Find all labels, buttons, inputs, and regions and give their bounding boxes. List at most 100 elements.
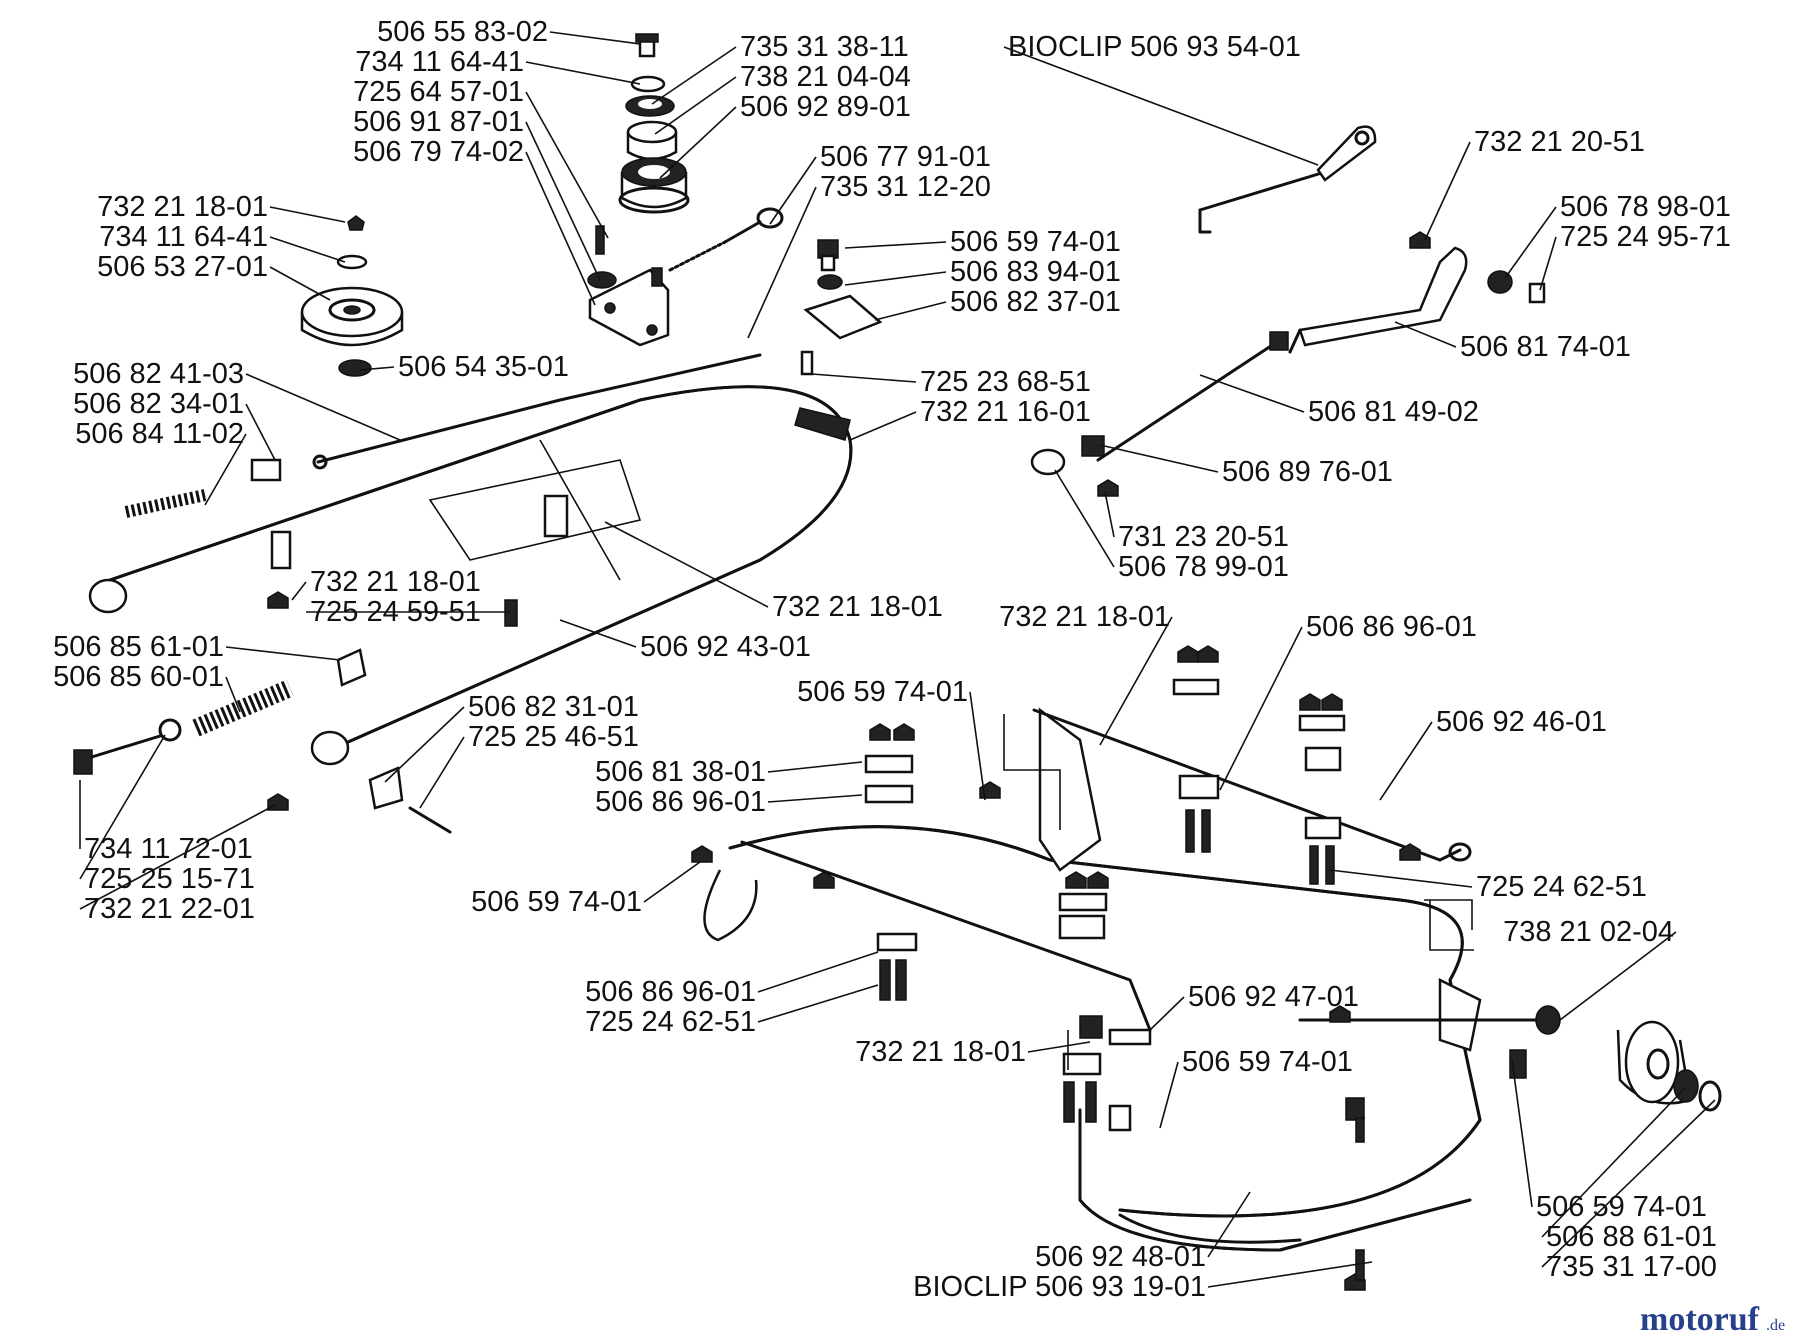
leader-line-l07 [654,76,737,135]
leader-line-l20 [245,373,401,441]
main-frame [88,385,853,766]
left-springs [73,458,518,834]
leader-line-l44 [1219,626,1303,791]
part-label-l08: 506 92 89-01 [740,91,911,123]
part-label-l25: 732 21 18-01 [772,591,943,623]
leader-line-l04 [525,121,601,281]
part-label-l18: 725 23 68-51 [920,366,1091,398]
part-label-l39: 506 81 49-02 [1308,396,1479,428]
leader-line-l29 [384,706,465,783]
leader-line-l26 [559,619,637,648]
leader-line-l54 [1149,996,1185,1031]
part-label-l54: 506 92 47-01 [1188,981,1359,1013]
part-label-l53: 725 24 62-51 [585,1006,756,1038]
leader-line-l03 [525,91,609,239]
leader-line-l39 [1199,374,1305,413]
part-label-l43: 732 21 18-01 [999,601,1170,633]
pulley-stack [618,33,690,214]
part-label-l24: 725 24 59-51 [310,596,481,628]
leader-line-l45 [969,691,986,801]
leader-line-l61 [1207,1261,1373,1288]
upper-right-linkage [1030,125,1546,497]
part-label-l28: 506 85 60-01 [53,661,224,693]
part-label-l42: 506 78 99-01 [1118,551,1289,583]
part-label-l34: BIOCLIP 506 93 54-01 [1008,31,1301,63]
leader-line-l25 [604,521,769,608]
left-pulley [300,215,404,377]
leader-line-l23 [291,581,307,601]
part-label-l59: 735 31 17-00 [1546,1251,1717,1283]
part-label-l37: 725 24 95-71 [1560,221,1731,253]
part-label-l23: 732 21 18-01 [310,566,481,598]
leader-line-l11 [269,206,346,223]
part-label-l47: 506 81 38-01 [595,756,766,788]
leader-line-l60 [1207,1191,1251,1258]
watermark-brand: motoruf [1640,1301,1760,1338]
part-label-l17: 506 82 37-01 [950,286,1121,318]
leader-line-l59 [1541,1099,1716,1268]
leader-line-l14 [359,366,395,371]
part-label-l07: 738 21 04-04 [740,61,911,93]
part-label-l19: 732 21 16-01 [920,396,1091,428]
part-label-l35: 732 21 20-51 [1474,126,1645,158]
part-label-l27: 506 85 61-01 [53,631,224,663]
leader-line-l50 [1559,931,1677,1021]
deck-clamps [691,645,1527,1291]
part-label-l02: 734 11 64-41 [355,46,524,78]
leader-line-l43 [1099,616,1173,746]
part-label-l30: 725 25 46-51 [468,721,639,753]
part-label-l50: 738 21 02-04 [1503,916,1674,948]
leader-line-l30 [419,736,465,809]
leader-line-l18 [811,373,917,383]
part-label-l04: 506 91 87-01 [353,106,524,138]
leader-line-l41 [1104,491,1115,538]
leader-line-l51 [643,861,701,903]
part-label-l51: 506 59 74-01 [471,886,642,918]
part-label-l61: BIOCLIP 506 93 19-01 [913,1271,1206,1303]
part-label-l36: 506 78 98-01 [1560,191,1731,223]
part-label-l16: 506 83 94-01 [950,256,1121,288]
part-label-l58: 506 88 61-01 [1546,1221,1717,1253]
leader-line-l08 [659,106,737,179]
part-label-l46: 506 92 46-01 [1436,706,1607,738]
leader-line-l27 [225,646,341,661]
leader-line-l49 [1329,869,1473,888]
leader-line-l13 [269,266,331,301]
leader-line-l15 [844,241,947,249]
part-label-l49: 725 24 62-51 [1476,871,1647,903]
leader-line-l32 [79,734,166,880]
leader-line-l16 [844,271,947,286]
idler-bracket [587,225,670,347]
part-label-l40: 506 89 76-01 [1222,456,1393,488]
cable-bracket [800,239,883,376]
leader-line-l57 [1511,1059,1533,1208]
part-label-l12: 734 11 64-41 [99,221,268,253]
leader-line-l47 [767,761,863,773]
leader-line-l36 [1504,206,1557,279]
deck-roller [1535,1005,1722,1112]
part-label-l26: 506 92 43-01 [640,631,811,663]
part-label-l60: 506 92 48-01 [1035,1241,1206,1273]
part-label-l32: 725 25 15-71 [84,863,255,895]
part-label-l05: 506 79 74-02 [353,136,524,168]
leader-line-l55 [1027,1041,1091,1053]
part-label-l33: 732 21 22-01 [84,893,255,925]
part-label-l31: 734 11 72-01 [84,833,253,865]
leader-line-l21 [245,403,276,461]
leader-line-l02 [525,61,641,85]
leader-line-l37 [1539,236,1557,291]
part-label-l55: 732 21 18-01 [855,1036,1026,1068]
part-label-l48: 506 86 96-01 [595,786,766,818]
leader-line-l22 [204,433,247,506]
outline-boxes [1003,714,1474,1070]
part-label-l06: 735 31 38-11 [740,31,909,63]
part-label-l22: 506 84 11-02 [75,418,244,450]
leader-line-l19 [849,411,917,441]
part-label-l56: 506 59 74-01 [1182,1046,1353,1078]
leader-line-l56 [1159,1061,1179,1129]
part-label-l52: 506 86 96-01 [585,976,756,1008]
leader-line-l58 [1541,1087,1686,1238]
